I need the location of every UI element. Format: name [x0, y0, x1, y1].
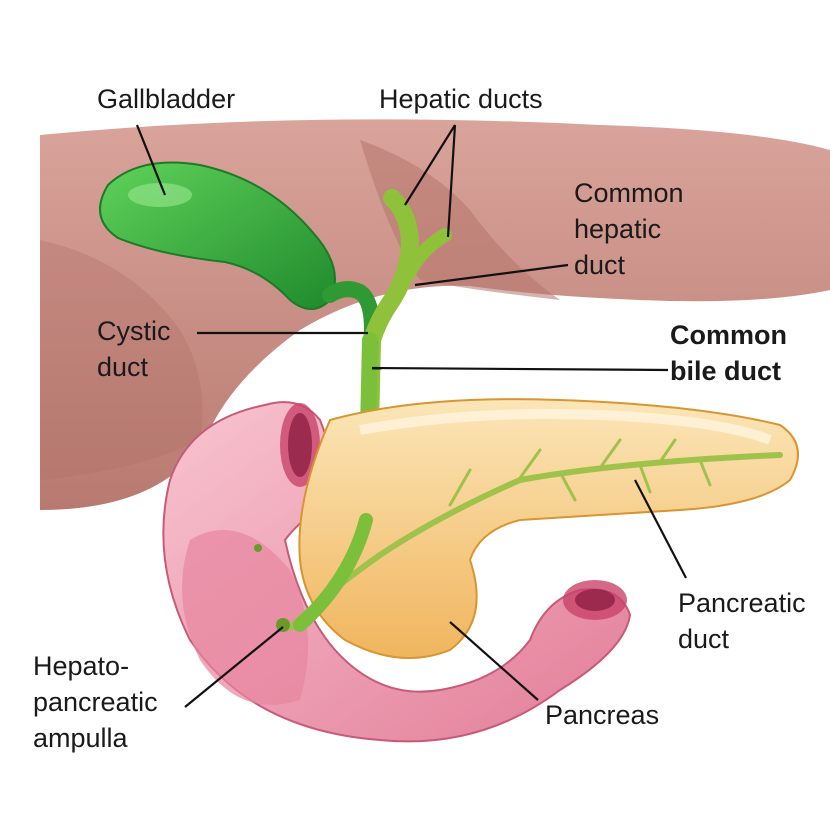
label-hepatopancreatic-ampulla: Hepato- pancreatic ampulla	[33, 648, 158, 756]
leader-hepatic-duct-right	[446, 124, 457, 238]
label-pancreatic-duct: Pancreatic duct	[678, 585, 806, 657]
leader-ampulla	[184, 626, 284, 708]
leader-lines	[135, 124, 687, 708]
label-gallbladder: Gallbladder	[97, 84, 236, 114]
label-pancreatic-duct-line1: Pancreatic	[678, 588, 806, 618]
label-common-bile-duct-line2: bile duct	[670, 356, 782, 386]
label-common-hepatic-duct-line1: Common	[574, 178, 684, 208]
label-hepatic-ducts: Hepatic ducts	[379, 84, 543, 114]
leader-gallbladder	[135, 124, 167, 196]
label-common-hepatic-duct: Common hepatic duct	[574, 175, 684, 283]
minor-papilla	[254, 544, 262, 552]
leader-common-bile-duct	[371, 366, 669, 372]
label-pancreatic-duct-line2: duct	[678, 624, 730, 654]
leader-common-hepatic-duct	[414, 263, 569, 287]
label-common-bile-duct: Common bile duct	[670, 317, 787, 389]
label-ampulla-line2: pancreatic	[33, 687, 158, 717]
label-common-hepatic-duct-line3: duct	[574, 250, 626, 280]
label-ampulla-line1: Hepato-	[33, 651, 130, 681]
leader-hepatic-duct-left	[404, 124, 456, 206]
pancreatic-duct	[287, 438, 783, 632]
label-cystic-duct-line2: duct	[97, 352, 149, 382]
duodenum	[162, 401, 632, 743]
leader-pancreatic-duct	[634, 479, 687, 579]
label-pancreas: Pancreas	[545, 700, 660, 730]
label-ampulla-line3: ampulla	[33, 723, 128, 753]
label-common-bile-duct-line1: Common	[670, 320, 787, 350]
gallbladder-highlight	[128, 183, 192, 207]
label-cystic-duct-line1: Cystic	[97, 316, 171, 346]
label-common-hepatic-duct-line2: hepatic	[574, 214, 662, 244]
leader-pancreas	[449, 621, 539, 701]
label-cystic-duct: Cystic duct	[97, 313, 171, 385]
